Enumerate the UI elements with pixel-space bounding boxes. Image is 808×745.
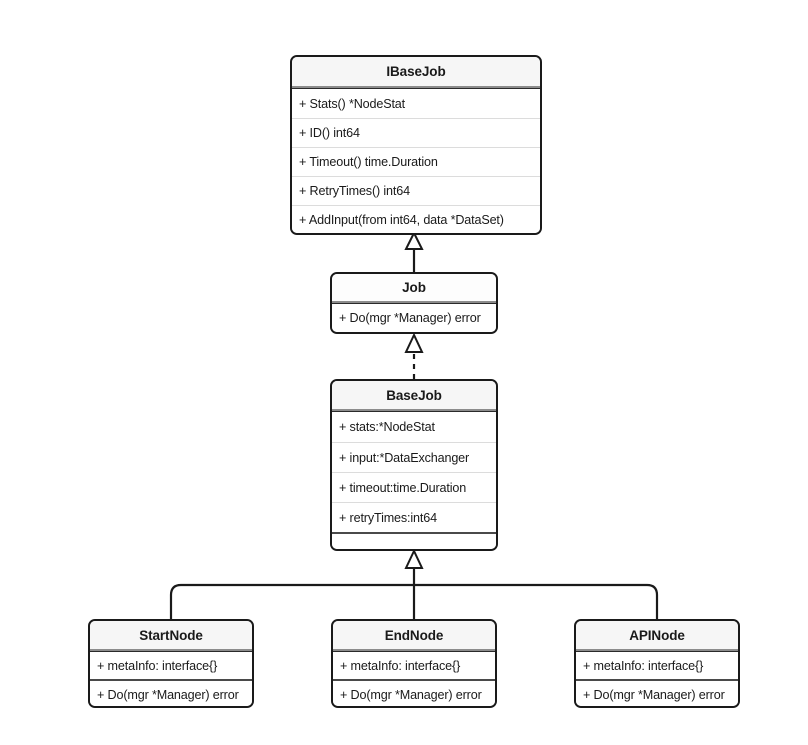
operations-compartment-ibasejob: + Stats() *NodeStat + ID() int64 + Timeo… <box>292 89 540 233</box>
operations-compartment-startnode: + Do(mgr *Manager) error <box>90 679 252 706</box>
tree-branch-apinode <box>414 583 659 619</box>
class-box-basejob[interactable]: BaseJob + stats:*NodeStat + input:*DataE… <box>330 379 498 551</box>
member-row: + Stats() *NodeStat <box>299 96 405 111</box>
operations-compartment-endnode: + Do(mgr *Manager) error <box>333 679 495 706</box>
header-separator <box>333 649 495 652</box>
operations-compartment-apinode: + Do(mgr *Manager) error <box>576 679 738 706</box>
class-name-ibasejob: IBaseJob <box>292 57 540 86</box>
operations-compartment-job: + Do(mgr *Manager) error <box>332 304 496 332</box>
attribute-row: + metaInfo: interface{} <box>583 658 704 673</box>
attribute-row: + timeout:time.Duration <box>332 472 496 502</box>
attributes-compartment-apinode: + metaInfo: interface{} <box>576 652 738 679</box>
class-box-endnode[interactable]: EndNode + metaInfo: interface{} + Do(mgr… <box>331 619 497 708</box>
empty-operations-row <box>332 534 496 549</box>
class-name-apinode: APINode <box>576 621 738 649</box>
hollow-triangle-arrowhead <box>404 548 424 569</box>
class-box-apinode[interactable]: APINode + metaInfo: interface{} + Do(mgr… <box>574 619 740 708</box>
class-name-endnode: EndNode <box>333 621 495 649</box>
attributes-compartment-endnode: + metaInfo: interface{} <box>333 652 495 679</box>
header-separator <box>332 301 496 304</box>
class-name-basejob: BaseJob <box>332 381 496 409</box>
header-separator <box>292 86 540 89</box>
attribute-row: + retryTimes:int64 <box>332 502 496 532</box>
class-box-startnode[interactable]: StartNode + metaInfo: interface{} + Do(m… <box>88 619 254 708</box>
header-separator <box>90 649 252 652</box>
attribute-row: + metaInfo: interface{} <box>340 658 461 673</box>
operation-row: + Do(mgr *Manager) error <box>340 687 482 702</box>
class-name-startnode: StartNode <box>90 621 252 649</box>
operation-row: + Do(mgr *Manager) error <box>97 687 239 702</box>
header-separator <box>576 649 738 652</box>
tree-branch-startnode <box>169 583 414 619</box>
member-row: + AddInput(from int64, data *DataSet) <box>292 205 540 233</box>
header-separator <box>332 409 496 412</box>
class-box-ibasejob[interactable]: IBaseJob + Stats() *NodeStat + ID() int6… <box>290 55 542 235</box>
member-row: + RetryTimes() int64 <box>292 176 540 205</box>
attribute-row: + stats:*NodeStat <box>339 420 435 434</box>
attributes-compartment-basejob: + stats:*NodeStat + input:*DataExchanger… <box>332 412 496 532</box>
member-row: + ID() int64 <box>292 118 540 147</box>
member-row: + Timeout() time.Duration <box>292 147 540 176</box>
attribute-row: + input:*DataExchanger <box>332 442 496 472</box>
class-name-job: Job <box>332 274 496 301</box>
hollow-triangle-arrowhead <box>404 332 424 353</box>
operations-compartment-basejob <box>332 532 496 549</box>
hollow-triangle-arrowhead <box>404 230 424 250</box>
attribute-row: + metaInfo: interface{} <box>97 658 218 673</box>
class-box-job[interactable]: Job + Do(mgr *Manager) error <box>330 272 498 334</box>
attributes-compartment-startnode: + metaInfo: interface{} <box>90 652 252 679</box>
operation-row: + Do(mgr *Manager) error <box>583 687 725 702</box>
member-row: + Do(mgr *Manager) error <box>339 311 481 325</box>
